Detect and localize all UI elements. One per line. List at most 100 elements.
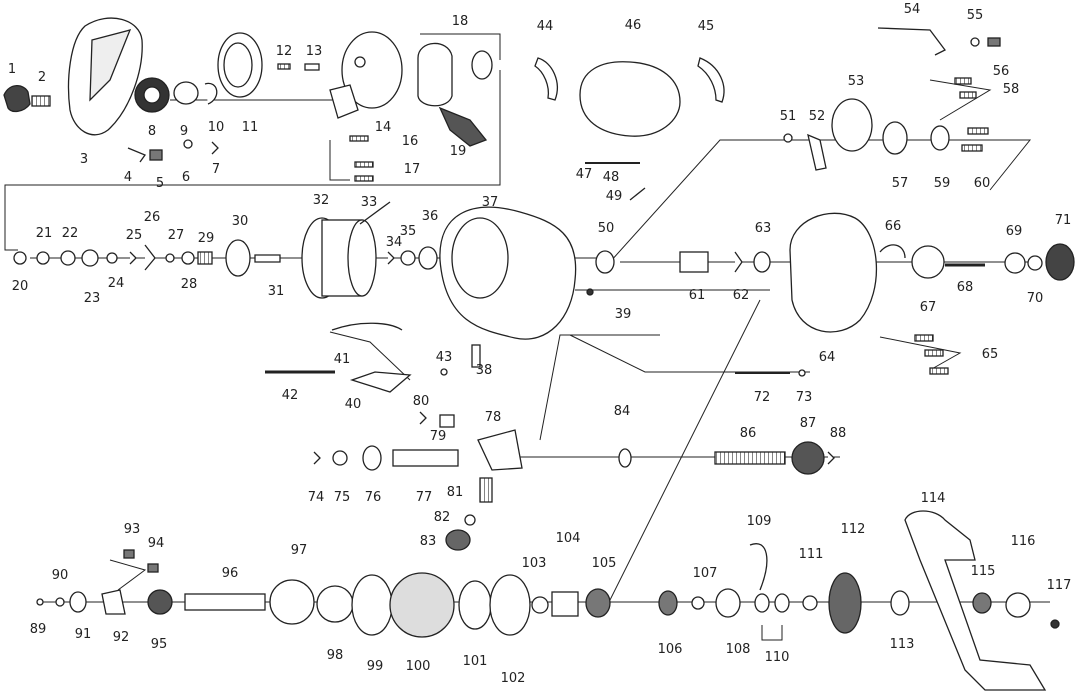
part-label-11: 11 <box>242 120 259 135</box>
part-97-ratchet <box>269 579 315 625</box>
part-label-17: 17 <box>404 162 421 177</box>
part-41-bar-shape <box>331 322 403 331</box>
part-label-40: 40 <box>345 397 362 412</box>
part-label-34: 34 <box>386 235 403 250</box>
part-label-31: 31 <box>268 284 285 299</box>
part-49-pin <box>629 187 646 201</box>
part-label-36: 36 <box>422 209 439 224</box>
part-16-screw-shape <box>349 135 369 142</box>
part-label-21: 21 <box>36 226 53 241</box>
part-label-45: 45 <box>698 19 715 34</box>
part-100-main-gear <box>389 572 455 638</box>
part-label-44: 44 <box>537 19 554 34</box>
part-111-washer <box>802 595 818 611</box>
part-label-102: 102 <box>501 671 526 686</box>
part-label-55: 55 <box>967 8 984 23</box>
part-87-gear <box>791 441 825 475</box>
part-label-60: 60 <box>974 176 991 191</box>
part-35-bearing <box>400 250 416 266</box>
part-109-spring <box>749 543 768 591</box>
part-44-plate-shape <box>534 57 558 101</box>
part-label-81: 81 <box>447 485 464 500</box>
part-label-48: 48 <box>603 170 620 185</box>
part-80-clip <box>419 411 427 425</box>
part-62-clip <box>734 251 743 273</box>
part-4-clip-shape <box>127 147 147 163</box>
part-label-77: 77 <box>416 490 433 505</box>
part-label-9: 9 <box>180 124 188 139</box>
part-label-62: 62 <box>733 288 750 303</box>
frame-line-left <box>4 70 501 251</box>
part-label-79: 79 <box>430 429 447 444</box>
bracket-line-65 <box>879 336 962 371</box>
part-21-washer <box>36 251 50 265</box>
part-19-spring-shape <box>438 106 488 147</box>
part-9-bearing-shape <box>173 81 199 105</box>
part-label-70: 70 <box>1027 291 1044 306</box>
part-36-bushing <box>418 246 438 270</box>
part-75-washer <box>332 450 348 466</box>
part-14-cap-shape <box>341 31 403 109</box>
part-label-115: 115 <box>971 564 996 579</box>
part-label-78: 78 <box>485 410 502 425</box>
part-77-tube <box>392 449 459 467</box>
part-label-32: 32 <box>313 193 330 208</box>
part-2-nut-shape <box>31 95 51 107</box>
part-57-ring <box>882 121 908 155</box>
part-79-pin <box>439 414 455 428</box>
part-label-50: 50 <box>598 221 615 236</box>
part-116-plate <box>1005 592 1031 618</box>
part-43-pin <box>440 368 448 376</box>
part-label-46: 46 <box>625 18 642 33</box>
part-label-74: 74 <box>308 490 325 505</box>
part-label-16: 16 <box>402 134 419 149</box>
part-101-drag-washer <box>458 580 492 630</box>
part-27-ring <box>165 253 175 263</box>
part-95-gear <box>147 589 173 615</box>
part-60-spring-a <box>967 127 989 135</box>
part-22-bearing <box>60 250 76 266</box>
part-label-93: 93 <box>124 522 141 537</box>
part-69-washer <box>1004 252 1026 274</box>
part-label-47: 47 <box>576 167 593 182</box>
part-label-27: 27 <box>168 228 185 243</box>
part-18-ring-shape <box>471 50 493 80</box>
part-label-110: 110 <box>765 650 790 665</box>
part-label-35: 35 <box>400 224 417 239</box>
part-46-thumb-bar-shape <box>579 61 681 137</box>
part-61-pinion <box>679 251 709 273</box>
part-label-51: 51 <box>780 109 797 124</box>
part-label-82: 82 <box>434 510 451 525</box>
part-84-bearing <box>618 448 632 468</box>
part-label-108: 108 <box>726 642 751 657</box>
part-99-drag-washer <box>351 574 393 636</box>
part-label-99: 99 <box>367 659 384 674</box>
part-78-guide <box>477 429 523 471</box>
part-label-104: 104 <box>556 531 581 546</box>
part-65-screw-c <box>929 367 949 375</box>
part-label-41: 41 <box>334 352 351 367</box>
part-65-screw-a <box>914 334 934 342</box>
part-label-5: 5 <box>156 176 164 191</box>
part-label-89: 89 <box>30 622 47 637</box>
part-label-3: 3 <box>80 152 88 167</box>
part-label-8: 8 <box>148 124 156 139</box>
part-17-screw-b <box>354 175 374 182</box>
diag-line-62 <box>609 299 761 601</box>
part-54-spring <box>877 27 946 56</box>
part-71-drag-nut <box>1045 243 1075 281</box>
part-label-2: 2 <box>38 70 46 85</box>
part-label-56: 56 <box>993 64 1010 79</box>
part-28-washer <box>181 251 195 265</box>
bracket-line-110 <box>761 625 783 641</box>
part-label-88: 88 <box>830 426 847 441</box>
part-76-collar <box>362 445 382 471</box>
part-label-57: 57 <box>892 176 909 191</box>
part-label-10: 10 <box>208 120 225 135</box>
bracket-line-93 <box>109 559 147 591</box>
part-label-73: 73 <box>796 390 813 405</box>
part-label-114: 114 <box>921 491 946 506</box>
bracket-line-60 <box>960 139 1032 191</box>
